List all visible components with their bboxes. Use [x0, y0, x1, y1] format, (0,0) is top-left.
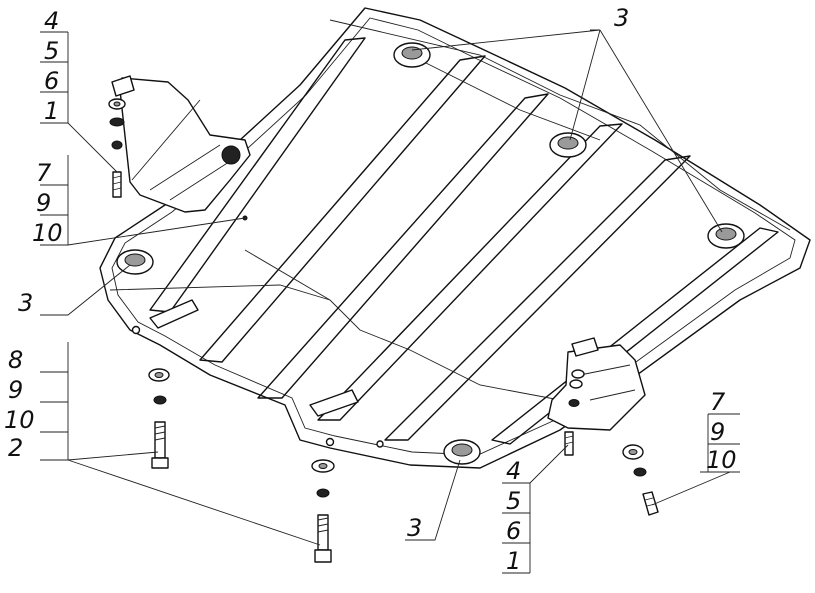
callout-label: 3: [407, 514, 422, 542]
callout-label: 7: [710, 388, 726, 416]
pad-top: [393, 42, 431, 68]
fastener-stack-left-bottom: [148, 368, 170, 469]
callout-label: 5: [506, 487, 521, 515]
slots: [149, 299, 359, 417]
callout-label: 1: [506, 547, 521, 575]
callout-label: 6: [44, 67, 59, 95]
callout-label: 2: [8, 434, 23, 462]
fastener-stack-right: [622, 444, 659, 516]
holes: [131, 215, 384, 448]
callout-label: 10: [32, 219, 63, 247]
callout-label: 3: [614, 4, 629, 32]
callout-label: 9: [8, 376, 23, 404]
pad-center: [549, 132, 587, 158]
pad-right: [707, 223, 745, 249]
callout-group-left-bottom: 8 9 10 2: [4, 342, 69, 462]
skid-plate: [99, 7, 811, 469]
fastener-stack-right-bracket: [564, 379, 583, 456]
callout-group-left-mid: 7 9 10: [32, 155, 69, 247]
callout-label: 5: [44, 37, 59, 65]
callout-group-bottom-center: 4 5 6 1: [502, 457, 531, 575]
panel-lines: [109, 19, 791, 401]
right-bracket: [547, 337, 646, 431]
callout-group-right: 7 9 10: [706, 388, 740, 474]
callout-label: 9: [710, 418, 725, 446]
pad-bottom: [443, 439, 481, 465]
callout-label: 10: [4, 406, 35, 434]
callout-label: 6: [506, 517, 521, 545]
callout-group-top-right: 3: [614, 4, 629, 32]
mounting-pads: [116, 42, 745, 465]
fastener-stack-top-left: [108, 98, 126, 198]
callout-group-top-left: 4 5 6 1: [40, 7, 69, 125]
plate-inner-edge: [111, 17, 796, 456]
callout-group-bottom-pad: 3: [407, 514, 422, 542]
callout-group-left-pad: 3: [18, 289, 33, 317]
callout-label: 1: [44, 97, 59, 125]
callout-label: 4: [44, 7, 59, 35]
ribs: [149, 37, 779, 445]
callout-label: 4: [506, 457, 521, 485]
callout-label: 9: [36, 189, 51, 217]
pad-left: [116, 249, 154, 275]
left-bracket: [111, 75, 251, 213]
callout-label: 7: [36, 159, 52, 187]
callout-label: 8: [8, 346, 23, 374]
callout-label: 3: [18, 289, 33, 317]
callout-label: 10: [706, 446, 737, 474]
fastener-stack-bottom-center: [311, 459, 335, 563]
